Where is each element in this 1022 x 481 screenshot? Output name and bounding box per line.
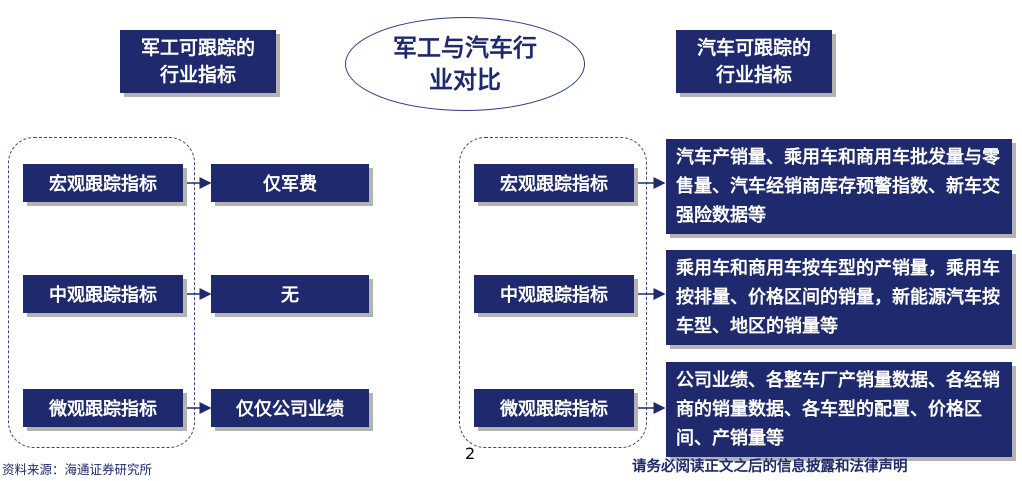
left-label-micro-text: 微观跟踪指标 (49, 399, 157, 420)
source-note: 资料来源：海通证券研究所 (2, 462, 153, 477)
right-desc-meso: 乘用车和商用车按车型的产销量，乘用车按排量、价格区间的销量，新能源汽车按车型、地… (666, 250, 1012, 345)
right-desc-macro: 汽车产销量、乘用车和商用车批发量与零售量、汽车经销商库存预警指数、新车交强险数据… (666, 139, 1012, 234)
left-value-meso-text: 无 (281, 285, 299, 306)
left-value-micro-text: 仅仅公司业绩 (236, 399, 344, 420)
right-label-macro-text: 宏观跟踪指标 (500, 174, 608, 195)
right-desc-macro-text: 汽车产销量、乘用车和商用车批发量与零售量、汽车经销商库存预警指数、新车交强险数据… (676, 147, 1000, 226)
right-label-meso-text: 中观跟踪指标 (500, 285, 608, 306)
left-header: 军工可跟踪的行业指标 (120, 30, 276, 93)
page-number: 2 (465, 444, 476, 463)
left-value-micro: 仅仅公司业绩 (211, 389, 369, 427)
right-header: 汽车可跟踪的行业指标 (676, 30, 832, 93)
disclaimer-note: 请务必阅读正文之后的信息披露和法律声明 (632, 459, 908, 475)
left-label-meso: 中观跟踪指标 (23, 275, 183, 313)
left-value-macro: 仅军费 (211, 164, 369, 202)
right-group-frame (459, 137, 647, 448)
center-title: 军工与汽车行业对比 (393, 34, 537, 94)
left-label-meso-text: 中观跟踪指标 (49, 285, 157, 306)
right-desc-meso-text: 乘用车和商用车按车型的产销量，乘用车按排量、价格区间的销量，新能源汽车按车型、地… (676, 258, 1000, 337)
left-label-macro: 宏观跟踪指标 (23, 164, 183, 202)
right-desc-micro-text: 公司业绩、各整车厂产销量数据、各经销商的销量数据、各车型的配置、价格区间、产销量… (676, 370, 1000, 449)
center-title-ellipse: 军工与汽车行业对比 (345, 17, 585, 111)
left-header-text: 军工可跟踪的行业指标 (140, 36, 255, 86)
right-header-text: 汽车可跟踪的行业指标 (696, 36, 811, 86)
left-value-macro-text: 仅军费 (263, 174, 317, 195)
right-label-macro: 宏观跟踪指标 (474, 164, 634, 202)
right-label-micro: 微观跟踪指标 (474, 389, 634, 427)
left-label-macro-text: 宏观跟踪指标 (49, 174, 157, 195)
right-label-micro-text: 微观跟踪指标 (500, 399, 608, 420)
left-value-meso: 无 (211, 275, 369, 313)
left-group-frame (8, 137, 195, 448)
right-desc-micro: 公司业绩、各整车厂产销量数据、各经销商的销量数据、各车型的配置、价格区间、产销量… (666, 362, 1012, 457)
left-label-micro: 微观跟踪指标 (23, 389, 183, 427)
right-label-meso: 中观跟踪指标 (474, 275, 634, 313)
